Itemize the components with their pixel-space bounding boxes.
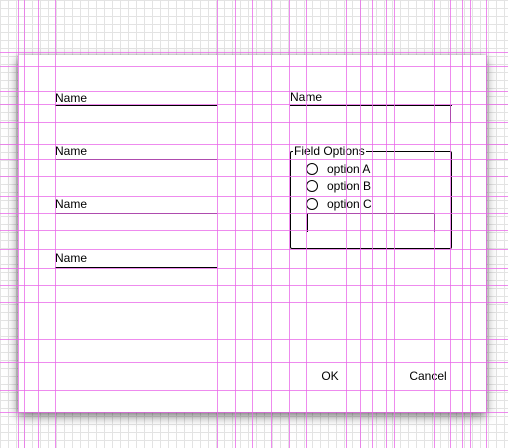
guide-line	[486, 0, 487, 448]
name-field-1[interactable]	[55, 105, 217, 106]
radio-option-a-label: option A	[327, 162, 371, 176]
name-label-2: Name	[55, 144, 88, 158]
radio-circle-icon[interactable]	[306, 198, 318, 210]
field-options-group	[290, 151, 452, 249]
radio-option-c[interactable]: option C	[306, 197, 372, 211]
name-label-1: Name	[55, 91, 88, 105]
name-field-right[interactable]	[290, 105, 452, 106]
guide-line	[0, 412, 508, 413]
name-field-4[interactable]	[55, 267, 217, 268]
name-field-2[interactable]	[55, 159, 217, 160]
radio-option-b-label: option B	[327, 179, 372, 193]
guide-line	[0, 52, 508, 53]
radio-option-c-label: option C	[327, 197, 372, 211]
name-field-3[interactable]	[55, 213, 217, 214]
name-label-right: Name	[290, 90, 323, 104]
field-options-legend: Field Options	[293, 144, 366, 158]
name-label-3: Name	[55, 197, 88, 211]
radio-option-a[interactable]: option A	[306, 162, 370, 176]
radio-circle-icon[interactable]	[306, 163, 318, 175]
radio-option-b[interactable]: option B	[306, 179, 371, 193]
name-field-right-edge	[450, 105, 451, 123]
ok-button[interactable]: OK	[312, 363, 348, 389]
name-label-4: Name	[55, 251, 88, 265]
radio-circle-icon[interactable]	[306, 180, 318, 192]
dialog-window: Name Name Name Name Name Field Options o…	[18, 55, 486, 412]
option-text-field[interactable]	[307, 213, 435, 232]
cancel-button[interactable]: Cancel	[402, 363, 454, 389]
